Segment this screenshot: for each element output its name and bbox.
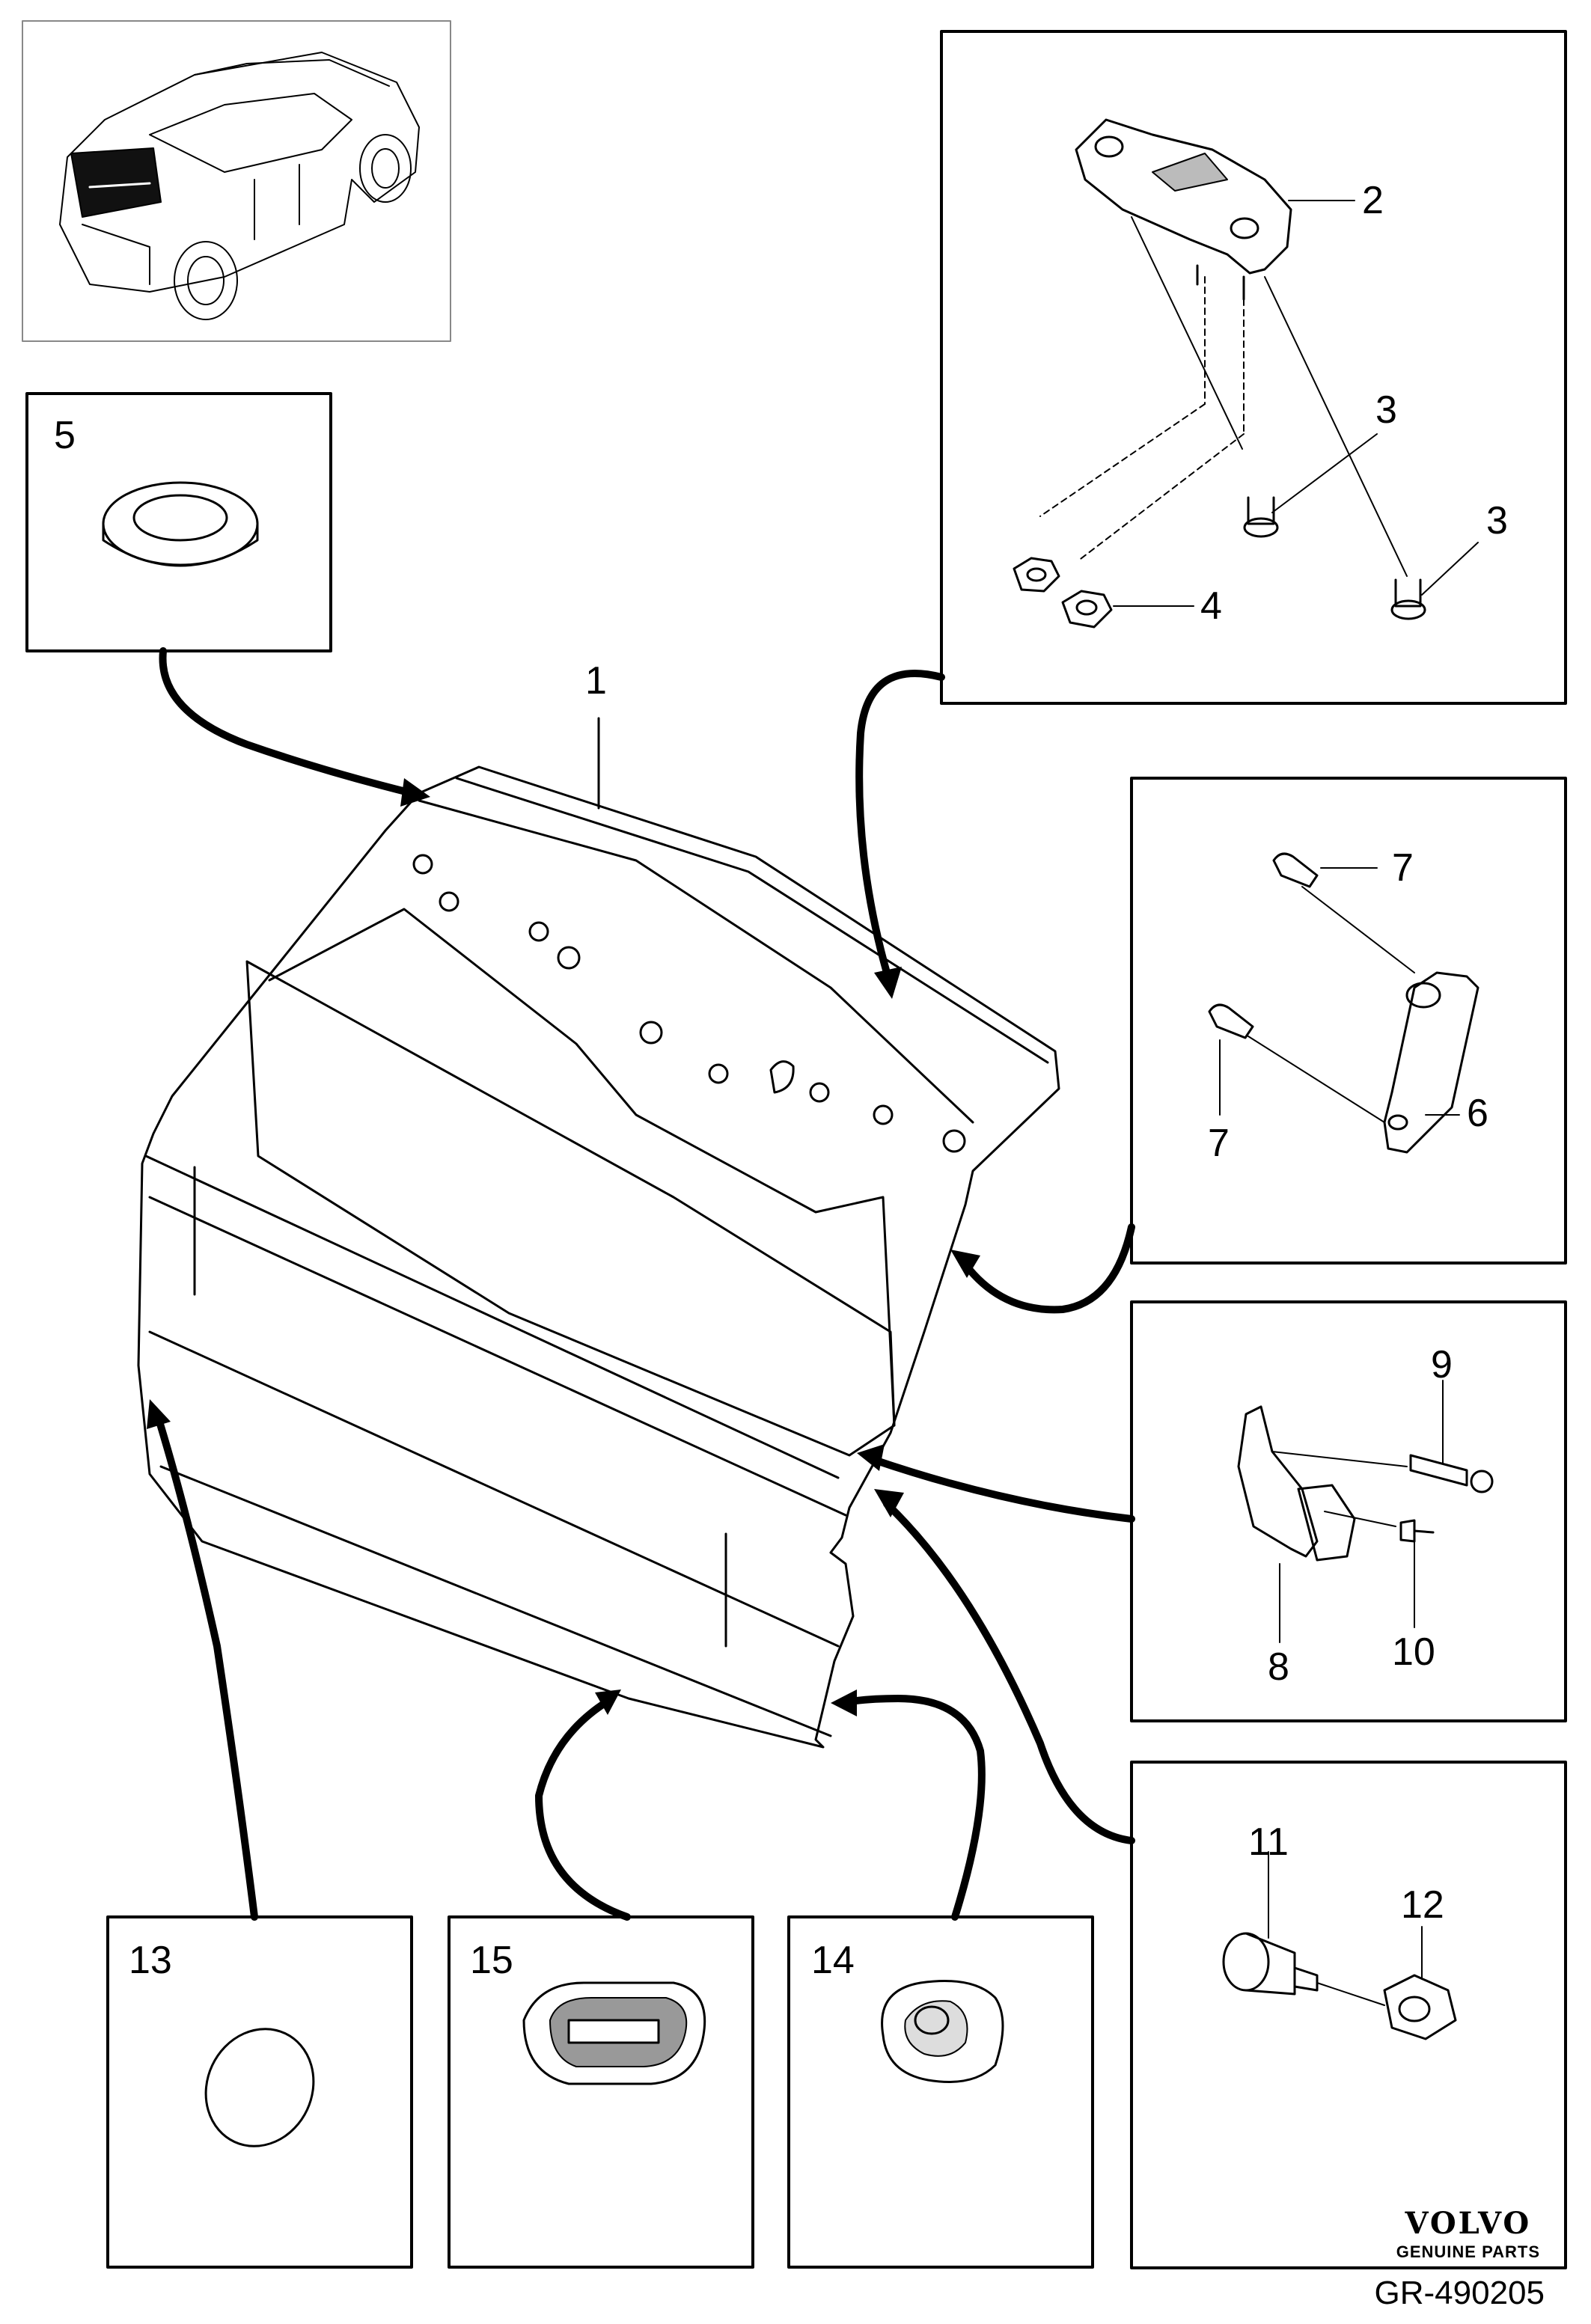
callout-15: 15 — [470, 1939, 513, 1982]
callout-1: 1 — [585, 659, 607, 703]
callout-5: 5 — [54, 414, 76, 457]
volvo-branding: VOLVO GENUINE PARTS — [1396, 2206, 1540, 2262]
callout-4: 4 — [1200, 584, 1222, 628]
callout-6: 6 — [1467, 1092, 1488, 1135]
part-box-5 — [25, 392, 332, 652]
volvo-logo-text: VOLVO — [1405, 2206, 1532, 2241]
part-box-buffer — [1130, 1300, 1567, 1722]
callout-13: 13 — [129, 1939, 172, 1982]
callout-3-lower: 3 — [1486, 499, 1508, 542]
genuine-parts-label: GENUINE PARTS — [1396, 2242, 1540, 2261]
callout-leaders — [153, 647, 1135, 1921]
part-box-bracket — [1130, 777, 1567, 1265]
vehicle-thumbnail — [22, 20, 451, 342]
callout-12: 12 — [1401, 1883, 1444, 1927]
callout-7-lower: 7 — [1208, 1122, 1230, 1165]
tailgate-panel — [137, 765, 1060, 1749]
callout-arrowheads — [147, 778, 980, 1716]
callout-11: 11 — [1248, 1820, 1289, 1864]
callout-2: 2 — [1362, 179, 1384, 222]
part-box-13 — [106, 1915, 413, 2269]
part-box-striker — [1130, 1761, 1567, 2269]
part-box-15 — [448, 1915, 754, 2269]
diagram-reference: GR-490205 — [1374, 2275, 1545, 2311]
callout-3-upper: 3 — [1375, 388, 1397, 432]
callout-10: 10 — [1392, 1630, 1435, 1674]
callout-7-upper: 7 — [1392, 846, 1414, 890]
part-box-hinge — [940, 30, 1567, 705]
callout-9: 9 — [1431, 1343, 1453, 1386]
callout-8: 8 — [1268, 1645, 1289, 1689]
part-box-14 — [787, 1915, 1094, 2269]
callout-14: 14 — [811, 1939, 855, 1982]
